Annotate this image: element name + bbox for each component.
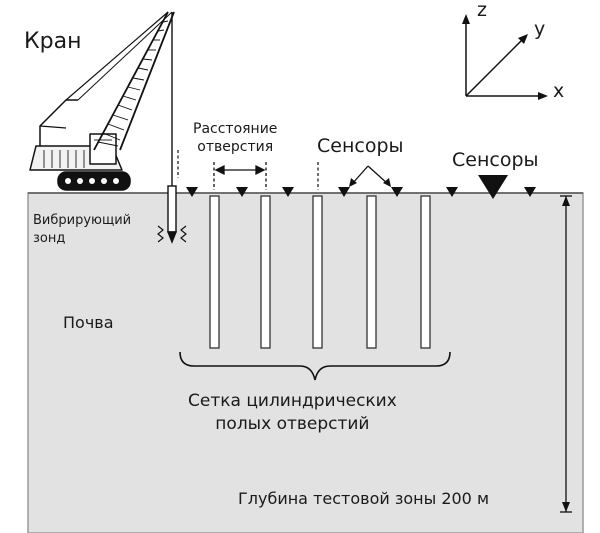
grid-brace — [179, 351, 451, 381]
crane-label: Кран — [24, 29, 82, 54]
hole-1 — [209, 195, 220, 349]
sensor-large — [478, 175, 508, 199]
axis-z-label: z — [477, 0, 487, 21]
test-depth-label: Глубина тестовой зоны 200 м — [238, 489, 490, 508]
sensor-1 — [186, 187, 198, 197]
axes-icon — [462, 14, 548, 100]
hole-distance-label: Расстояние отверстия — [193, 121, 278, 155]
sensor-6 — [446, 187, 458, 197]
sensor-4 — [338, 187, 350, 197]
crane — [29, 11, 175, 191]
sensors-label-right: Сенсоры — [452, 149, 539, 171]
hole-grid — [209, 195, 431, 349]
sensors-label-left: Сенсоры — [317, 135, 404, 157]
vibrating-probe — [157, 185, 187, 244]
sensor-3 — [282, 187, 294, 197]
depth-dimension — [560, 195, 572, 513]
soil-block — [27, 192, 584, 533]
crane-boom-lattice — [97, 20, 169, 147]
vibrating-probe-label: Вибрирующий зонд — [33, 213, 132, 246]
axis-y-label: y — [534, 18, 546, 40]
sensor-pointer-arrows — [349, 165, 391, 187]
hole-2 — [260, 195, 271, 349]
sensor-5 — [391, 187, 403, 197]
crane-gantry — [39, 99, 78, 146]
hole-4 — [366, 195, 377, 349]
hole-grid-label: Сетка цилиндрических полых отверстий — [188, 391, 397, 434]
sensor-2 — [236, 187, 248, 197]
hole-3 — [312, 195, 323, 349]
hole-distance-marker — [213, 162, 267, 190]
hole-5 — [420, 195, 431, 349]
sensor-markers — [186, 175, 536, 199]
crane-boom — [93, 11, 175, 151]
sensor-7 — [524, 187, 536, 197]
soil-label: Почва — [63, 313, 114, 332]
axis-x-label: x — [553, 80, 565, 102]
